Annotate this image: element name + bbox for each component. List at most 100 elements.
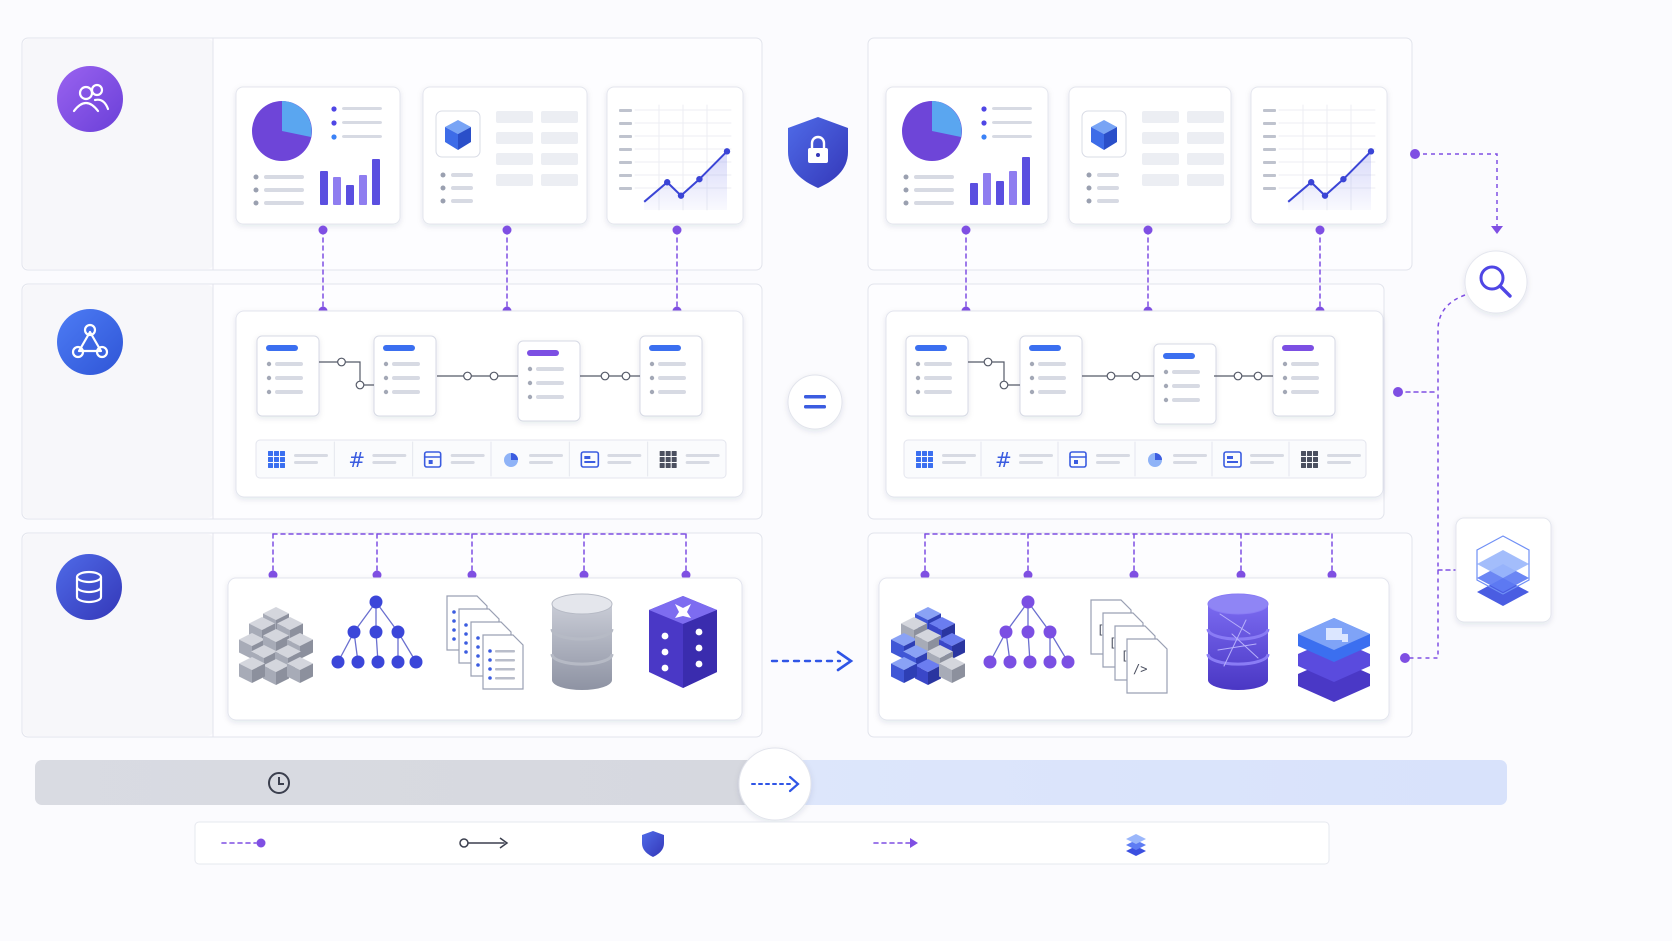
field-line	[275, 362, 303, 366]
entity-card[interactable]	[1019, 335, 1083, 417]
connector-dot-top	[961, 225, 971, 235]
type-label-line	[607, 454, 642, 457]
row-label	[1263, 161, 1276, 164]
entity-card[interactable]	[639, 335, 703, 417]
table-cell	[496, 153, 533, 165]
pie-part	[1155, 453, 1162, 460]
bar	[320, 171, 328, 205]
grid-square	[1307, 451, 1312, 456]
cylinder-ring	[550, 628, 614, 641]
grid-square	[916, 457, 921, 462]
layer-label-column	[23, 39, 213, 269]
entity-card[interactable]	[373, 335, 437, 417]
doc-bullet	[452, 610, 456, 614]
legend-shield	[642, 831, 664, 857]
relation-marker	[463, 371, 472, 381]
text-placeholder	[1097, 173, 1119, 177]
bullet	[903, 174, 909, 180]
cube-left	[915, 665, 928, 685]
row-label	[619, 174, 632, 177]
entity-card[interactable]	[517, 340, 581, 422]
entity-card[interactable]	[905, 335, 969, 417]
legend-line	[342, 135, 382, 138]
type-label-line	[294, 454, 328, 457]
cylinder-ring	[1206, 653, 1270, 666]
cube-left	[1091, 127, 1104, 150]
type-label-line	[1019, 454, 1053, 457]
bullet	[440, 198, 446, 204]
gray-database-icon	[550, 593, 614, 690]
database-icon	[56, 554, 122, 620]
search-icon[interactable]	[1464, 250, 1528, 314]
entity-card[interactable]	[1153, 343, 1217, 425]
form-icon	[580, 451, 600, 468]
bullet	[253, 187, 259, 193]
field-bullet	[1282, 389, 1288, 395]
calendar-day	[1074, 460, 1078, 464]
row-label	[619, 109, 632, 112]
legend-line	[992, 135, 1032, 138]
bar	[359, 175, 367, 205]
cube-left	[239, 663, 252, 683]
cube-left	[939, 663, 952, 683]
field-line	[924, 362, 952, 366]
type-label-line	[372, 461, 397, 464]
doc-line	[495, 659, 515, 662]
bus-dot	[1023, 570, 1033, 580]
entity-title	[1029, 345, 1061, 351]
cube-right	[928, 665, 941, 685]
field-bullet	[1029, 375, 1035, 381]
grid-square	[268, 457, 273, 462]
field-line	[1172, 370, 1200, 374]
field-bullet	[915, 375, 921, 381]
tree-node	[391, 655, 405, 669]
legend-slab	[1126, 846, 1146, 856]
purple-tree-icon	[983, 595, 1075, 669]
connector-dot-top	[318, 225, 328, 235]
bullet	[440, 185, 446, 191]
bullet	[253, 174, 259, 180]
field-line	[1038, 376, 1066, 380]
type-label-line	[450, 454, 485, 457]
bar	[346, 185, 354, 205]
grid-square	[928, 457, 933, 462]
calendar-frame	[423, 451, 442, 468]
lock-hole	[816, 153, 820, 157]
legacy-stores	[227, 577, 743, 721]
geo-database-icon	[1206, 593, 1270, 690]
dashed-arrow-head	[1491, 226, 1503, 234]
field-line	[1038, 362, 1066, 366]
doc-bullet	[452, 619, 456, 623]
table-cell	[1187, 153, 1224, 165]
legacy-store-bus	[268, 533, 691, 580]
entity-card[interactable]	[1272, 335, 1336, 417]
cluster-cube	[287, 657, 313, 683]
hex-hole	[661, 632, 669, 640]
legend-dot	[256, 838, 266, 848]
cube-right	[252, 663, 265, 683]
text-placeholder	[914, 175, 954, 179]
field-line	[1291, 362, 1319, 366]
grid-square	[1313, 457, 1318, 462]
graph-node	[95, 345, 109, 359]
field-bullet	[1163, 369, 1169, 375]
field-bullet	[1163, 383, 1169, 389]
text-placeholder	[264, 175, 304, 179]
entity-card[interactable]	[256, 335, 320, 417]
field-bullet	[915, 361, 921, 367]
cube-outline	[1476, 535, 1530, 595]
legend-dot	[981, 134, 987, 140]
field-bullet	[1282, 361, 1288, 367]
type-label-line	[294, 461, 318, 464]
card-line-chart-table	[606, 86, 744, 225]
migration-head	[836, 650, 854, 672]
layer-label-column	[23, 285, 213, 518]
grid-square	[1301, 457, 1306, 462]
calendar-day	[428, 460, 433, 464]
doc-bullet	[452, 637, 456, 641]
form-frame	[580, 451, 600, 468]
relation-marker	[1131, 371, 1141, 381]
lock-shackle	[810, 135, 826, 148]
field-bullet	[649, 375, 655, 381]
